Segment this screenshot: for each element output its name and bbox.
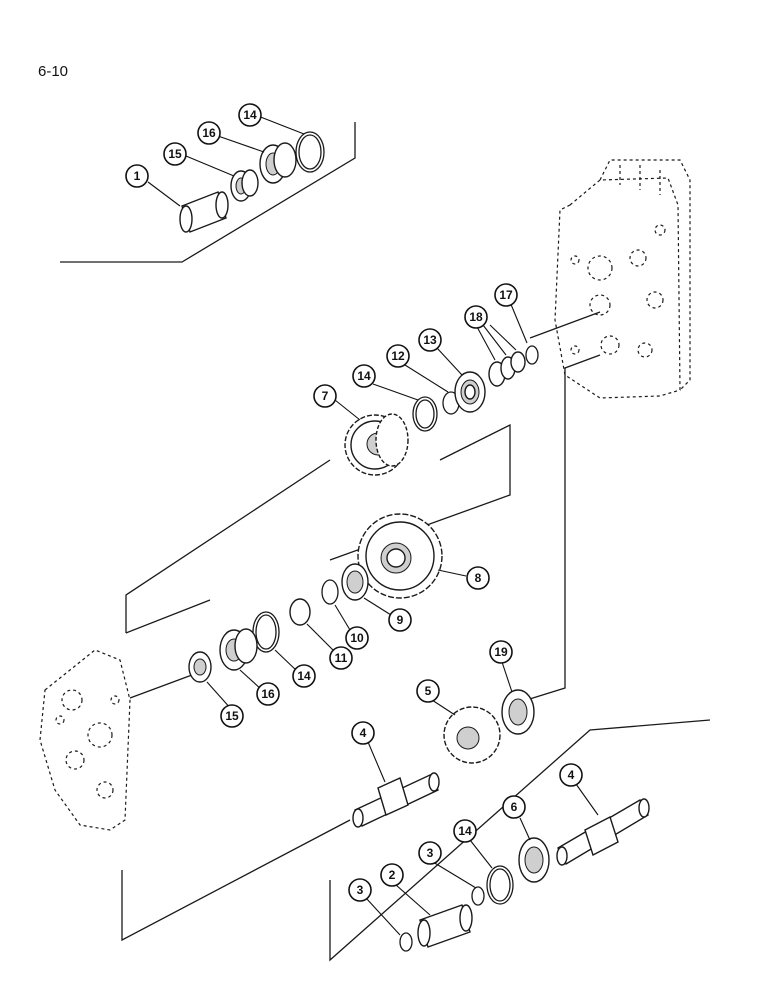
callout-label: 5 [425, 684, 432, 698]
callout-label: 8 [475, 571, 482, 585]
gear-5-part [443, 706, 501, 764]
callout-12: 12 [386, 344, 410, 368]
callout-label: 15 [225, 709, 239, 723]
callout-3-left: 3 [348, 878, 372, 902]
callout-11: 11 [329, 646, 353, 670]
lower-bracket [121, 719, 711, 962]
callout-15-lower: 15 [220, 704, 244, 728]
bearing-6-part [518, 837, 550, 883]
circlip-3-left-part [399, 932, 413, 952]
bearing-cone-part [230, 169, 259, 202]
callout-label: 19 [494, 645, 508, 659]
callout-1: 1 [125, 164, 149, 188]
sleeve-2-part [417, 904, 473, 948]
shaft-4-right-part [556, 798, 650, 866]
callout-5: 5 [416, 679, 440, 703]
bushing-11-part [289, 598, 311, 626]
callout-label: 13 [423, 333, 437, 347]
callout-label: 18 [469, 310, 483, 324]
spacer-rings-18-part [488, 351, 526, 387]
callout-label: 6 [511, 800, 518, 814]
callout-label: 7 [322, 389, 329, 403]
callout-13: 13 [418, 328, 442, 352]
shaft-4-left-part [352, 772, 440, 828]
transmission-cover-left [39, 649, 131, 831]
callout-label: 16 [202, 126, 216, 140]
ring-17-part [525, 345, 539, 365]
callout-7: 7 [313, 384, 337, 408]
callout-label: 14 [243, 108, 257, 122]
callout-label: 3 [357, 883, 364, 897]
gear-group-bracket [125, 423, 511, 634]
snap-ring-upper-part [412, 396, 438, 432]
callout-16-upper: 16 [197, 121, 221, 145]
callout-label: 1 [134, 169, 141, 183]
page-number: 6-10 [38, 63, 69, 80]
bearing-19-part [501, 689, 535, 735]
callout-16-lower: 16 [256, 682, 280, 706]
needle-sleeve-part [179, 191, 229, 233]
gear-8-part [357, 513, 443, 599]
callout-label: 10 [350, 631, 364, 645]
inset-bracket [60, 122, 356, 263]
callout-14-middle: 14 [292, 664, 316, 688]
roller-bearing-lower-part [219, 628, 258, 671]
callout-label: 3 [427, 846, 434, 860]
roller-bearing-part [259, 142, 297, 184]
transmission-housing-right [554, 159, 691, 399]
bearing-cone-lower-part [188, 651, 212, 683]
bearing-9-part [341, 563, 369, 601]
callout-2: 2 [380, 863, 404, 887]
callout-label: 4 [360, 726, 367, 740]
gear-7-part [344, 413, 409, 476]
callout-label: 4 [568, 768, 575, 782]
callout-6: 6 [502, 795, 526, 819]
callout-label: 17 [499, 288, 513, 302]
callout-4-right: 4 [559, 763, 583, 787]
callout-14-mid-upper: 14 [352, 364, 376, 388]
callout-14-upper: 14 [238, 103, 262, 127]
callout-8: 8 [466, 566, 490, 590]
callout-label: 12 [391, 349, 405, 363]
callout-3-right: 3 [418, 841, 442, 865]
ball-bearing-13-part [454, 371, 486, 413]
callout-18: 18 [464, 305, 488, 329]
callout-label: 15 [168, 147, 182, 161]
callout-label: 2 [389, 868, 396, 882]
callout-label: 16 [261, 687, 275, 701]
callout-9: 9 [388, 608, 412, 632]
callout-label: 14 [297, 669, 311, 683]
callout-15-upper: 15 [163, 142, 187, 166]
circlip-3-right-part [471, 886, 485, 906]
callout-label: 11 [335, 651, 348, 665]
callout-14-lower: 14 [453, 819, 477, 843]
leader-lines [147, 115, 599, 936]
callout-17: 17 [494, 283, 518, 307]
snap-ring-lower-part [486, 865, 514, 905]
callout-label: 14 [357, 369, 371, 383]
callout-4-left: 4 [351, 721, 375, 745]
callout-label: 14 [458, 824, 472, 838]
snap-ring-part [295, 131, 325, 173]
callout-19: 19 [489, 640, 513, 664]
callout-10: 10 [345, 626, 369, 650]
upper-shaft-axis [129, 311, 601, 703]
ring-10-part [321, 579, 339, 605]
callout-label: 9 [397, 613, 404, 627]
